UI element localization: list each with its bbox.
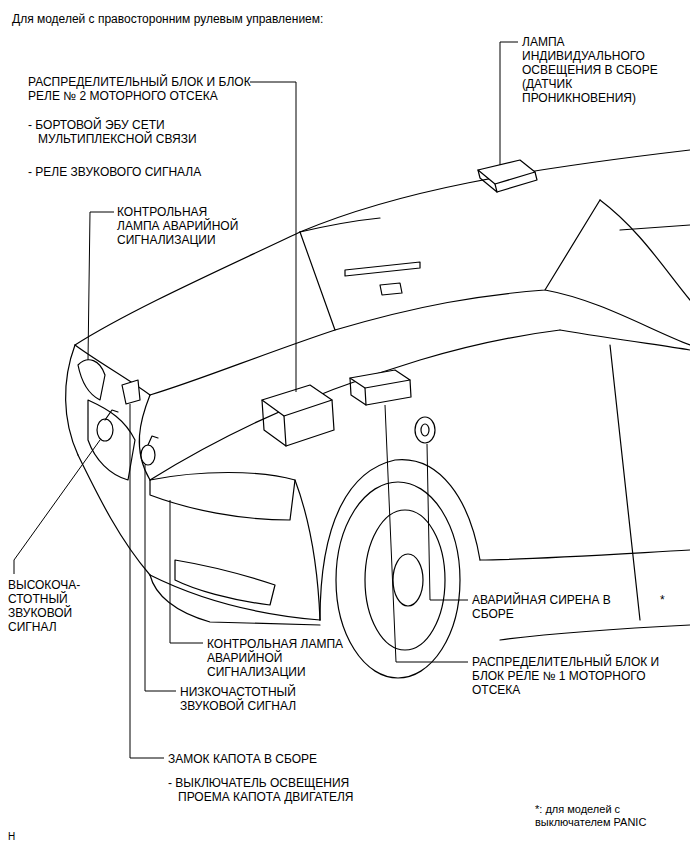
figure-code: H bbox=[8, 830, 28, 844]
footnote: *: для моделей с выключателем PANIC bbox=[535, 803, 680, 829]
sub-part-label: - ВЫКЛЮЧАТЕЛЬ ОСВЕЩЕНИЯ ПРОЕМА КАПОТА ДВ… bbox=[168, 776, 393, 804]
part-label: ВЫСОКОЧА- СТОТНЫЙ ЗВУКОВОЙ СИГНАЛ bbox=[8, 578, 88, 634]
sub-part-label: - БОРТОВОЙ ЭБУ СЕТИ МУЛЬТИПЛЕКСНОЙ СВЯЗИ bbox=[28, 118, 238, 146]
footnote-mark: * bbox=[660, 593, 680, 607]
sub-part-label: - РЕЛЕ ЗВУКОВОГО СИГНАЛА bbox=[28, 165, 268, 179]
part-label: КОНТРОЛЬНАЯ ЛАМПА АВАРИЙНОЙ СИГНАЛИЗАЦИИ bbox=[117, 205, 242, 247]
part-label: ЛАМПА ИНДИВИДУАЛЬНОГО ОСВЕЩЕНИЯ В СБОРЕ … bbox=[522, 35, 662, 105]
part-label: НИЗКОЧАСТОТНЫЙ ЗВУКОВОЙ СИГНАЛ bbox=[180, 685, 330, 713]
diagram-title: Для моделей с правосторонним рулевым упр… bbox=[12, 12, 323, 26]
part-label: АВАРИЙНАЯ СИРЕНА В СБОРЕ bbox=[472, 593, 637, 621]
part-label: ЗАМОК КАПОТА В СБОРЕ bbox=[168, 752, 418, 766]
part-label: РАСПРЕДЕЛИТЕЛЬНЫЙ БЛОК И БЛОК РЕЛЕ № 1 М… bbox=[472, 655, 670, 697]
part-label: КОНТРОЛЬНАЯ ЛАМПА АВАРИЙНОЙ СИГНАЛИЗАЦИИ bbox=[207, 637, 372, 679]
part-label: РАСПРЕДЕЛИТЕЛЬНЫЙ БЛОК И БЛОК РЕЛЕ № 2 М… bbox=[28, 75, 253, 103]
